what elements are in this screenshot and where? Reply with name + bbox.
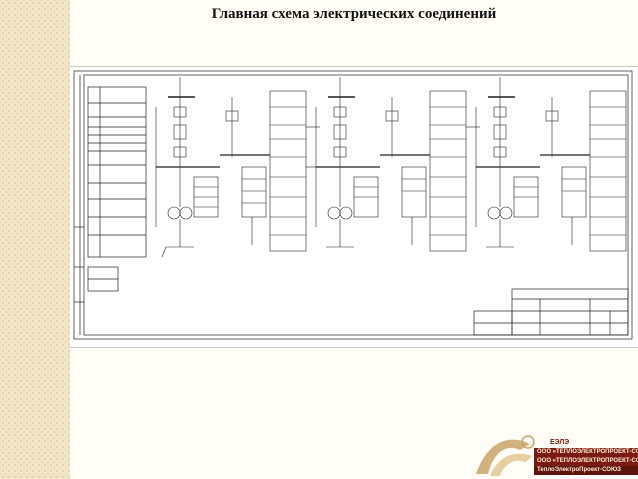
schematic-section-2 xyxy=(315,77,480,252)
drawing-sheet xyxy=(70,66,638,348)
logo-text-line: ТеплоЭлектроПроект-СОЮЗ xyxy=(534,466,638,475)
decorative-side-strip xyxy=(0,0,70,479)
logo-text-line: ООО «ТЕПЛОЭЛЕКТРОПРОЕКТ-СОЮЗ» xyxy=(534,457,638,466)
schematic-section-1 xyxy=(155,77,320,258)
electrical-schematic xyxy=(73,70,633,340)
page-title: Главная схема электрических соединений xyxy=(211,6,497,22)
company-logo: ЕЭЛЭ ООО «ТЕПЛОЭЛЕКТРОПРОЕКТ-СОЮЗ» ООО «… xyxy=(470,430,638,479)
title-block xyxy=(473,288,629,336)
logo-name: ЕЭЛЭ xyxy=(550,439,570,446)
drawing-frame xyxy=(73,70,633,340)
legend-table xyxy=(87,86,147,292)
logo-emblem-icon xyxy=(476,435,535,476)
logo-text-line: ООО «ТЕПЛОЭЛЕКТРОПРОЕКТ-СОЮЗ» xyxy=(534,448,638,457)
schematic-section-3 xyxy=(475,77,627,252)
inner-frame xyxy=(83,74,629,336)
